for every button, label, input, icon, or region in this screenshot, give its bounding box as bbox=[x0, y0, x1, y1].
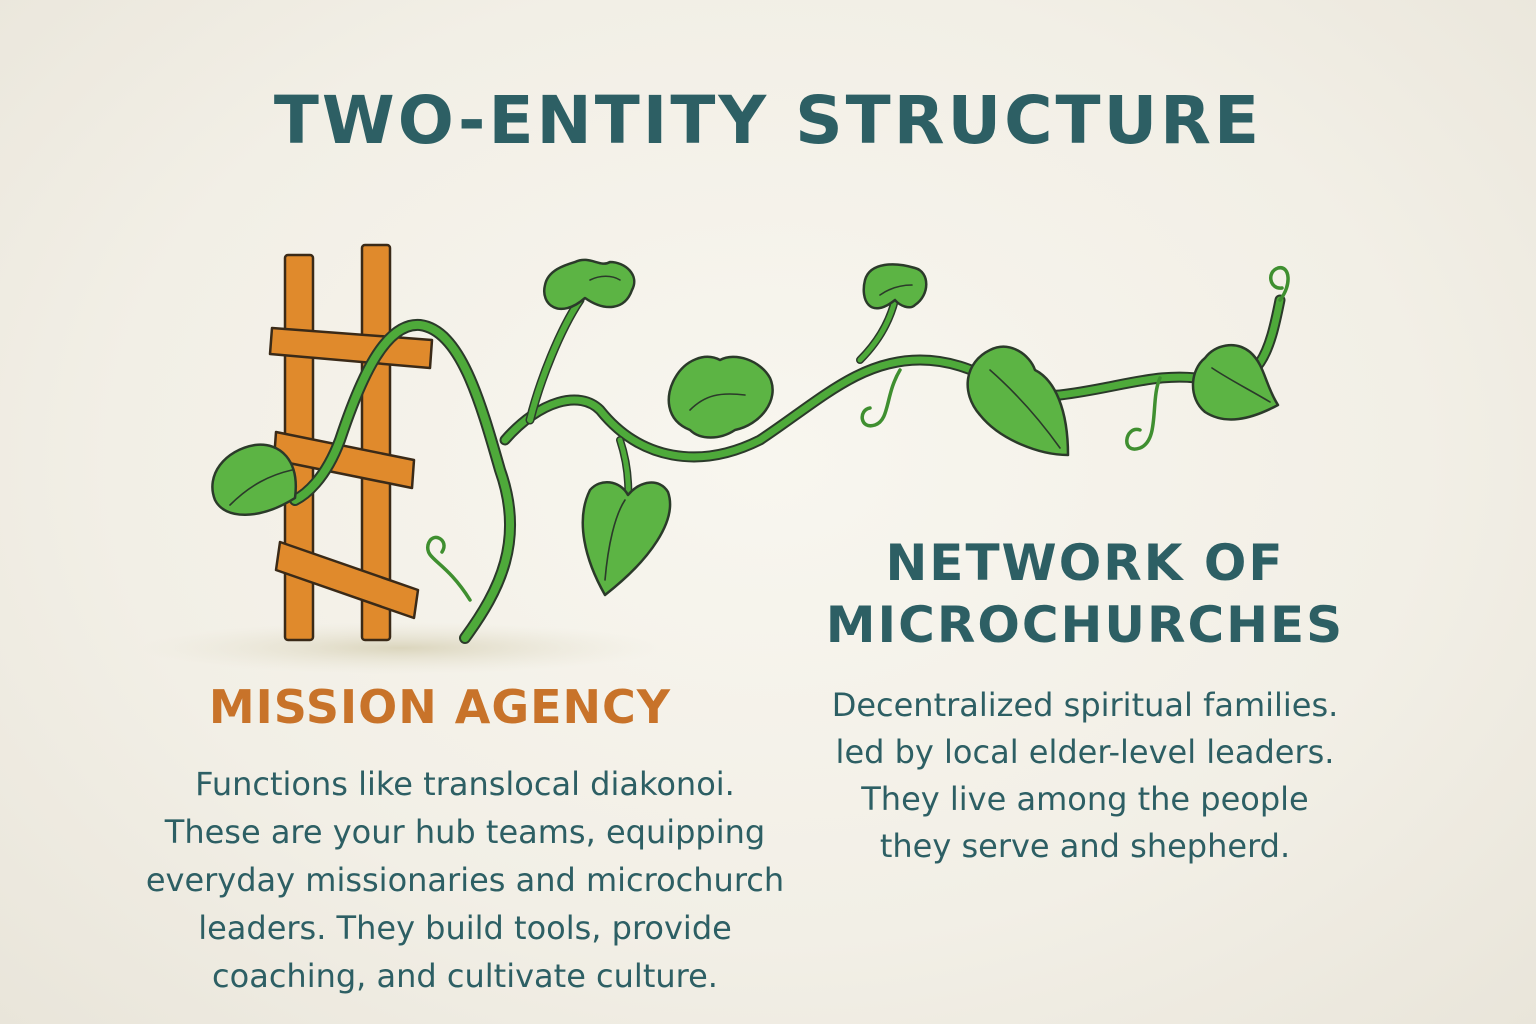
vine-branch-right bbox=[857, 297, 898, 363]
leaf-upper-right bbox=[862, 263, 928, 310]
leaf-center bbox=[667, 355, 774, 439]
network-description: Decentralized spiritual families. led by… bbox=[790, 682, 1380, 870]
mission-agency-heading: MISSION AGENCY bbox=[208, 680, 672, 734]
leaf-left bbox=[211, 443, 298, 516]
leaves bbox=[211, 258, 1280, 597]
tendril-right bbox=[1125, 376, 1162, 451]
ground-shadow bbox=[140, 622, 660, 674]
vine bbox=[289, 266, 1290, 644]
leaf-veins bbox=[229, 275, 1271, 581]
tendril-middle bbox=[860, 368, 902, 428]
trellis bbox=[268, 243, 434, 642]
leaf-hanging bbox=[581, 481, 672, 597]
mission-agency-description: Functions like translocal diakonoi. Thes… bbox=[120, 760, 810, 1000]
diagram-title: TWO-ENTITY STRUCTURE bbox=[273, 82, 1263, 159]
description-line: led by local elder-level leaders. bbox=[835, 733, 1335, 771]
vine-branch-upper bbox=[527, 297, 583, 423]
description-line: everyday missionaries and microchurch bbox=[145, 861, 785, 899]
network-heading-line: NETWORK OF bbox=[885, 534, 1285, 592]
vine-runner bbox=[501, 296, 1284, 461]
leaf-top bbox=[542, 258, 636, 311]
leaf-large-right bbox=[966, 345, 1070, 457]
description-line: Decentralized spiritual families. bbox=[831, 686, 1339, 724]
description-line: They live among the people bbox=[861, 780, 1309, 818]
description-line: coaching, and cultivate culture. bbox=[212, 957, 718, 995]
network-heading: NETWORK OF MICROCHURCHES bbox=[800, 532, 1370, 656]
description-line: These are your hub teams, equipping bbox=[164, 813, 766, 851]
tendril-base bbox=[426, 535, 472, 602]
tendril-tip bbox=[1269, 266, 1290, 302]
description-line: Functions like translocal diakonoi. bbox=[195, 765, 735, 803]
vine-main-stem bbox=[291, 320, 515, 642]
network-heading-line: MICROCHURCHES bbox=[825, 596, 1345, 654]
trellis-slat-bottom bbox=[274, 540, 420, 620]
description-line: they serve and shepherd. bbox=[879, 827, 1291, 865]
description-line: leaders. They build tools, provide bbox=[198, 909, 732, 947]
